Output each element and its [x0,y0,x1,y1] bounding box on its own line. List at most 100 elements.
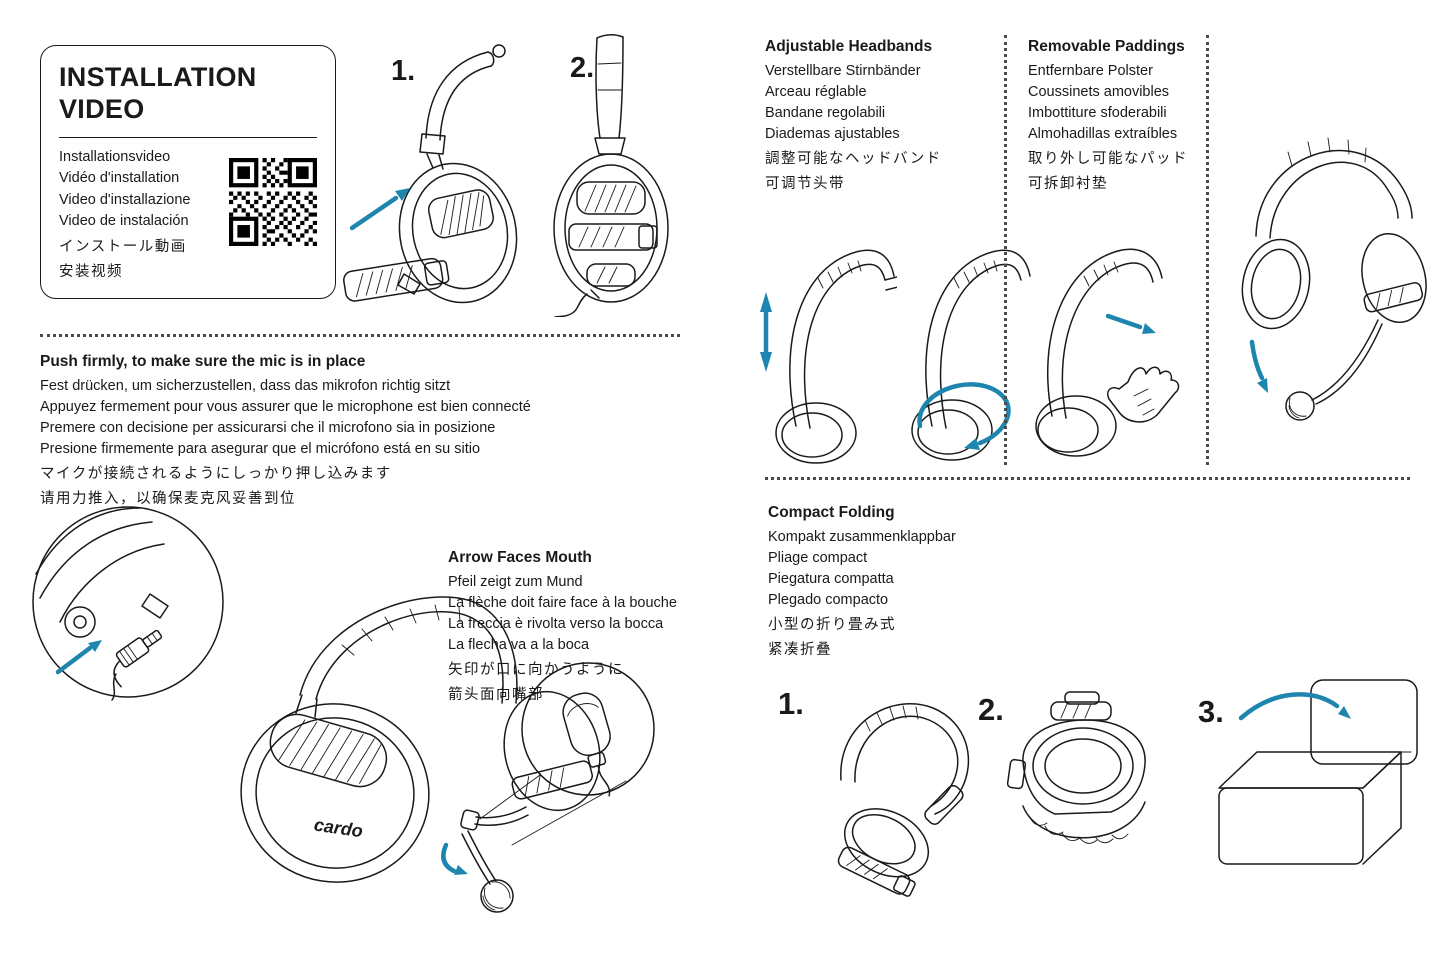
translation-line: Arceau réglable [765,84,867,100]
translation-line: 请用力推入，以确保麦克风妥善到位 [40,491,296,507]
illustration-headset-overview [1241,137,1427,421]
right-ear-cup [503,690,601,812]
section-title: Adjustable Headbands [765,38,933,55]
install-video-translations: Installationsvideo Vidéo d'installation … [59,147,317,284]
hand [1107,366,1180,423]
mic-module [568,223,658,251]
title-rule [59,136,317,138]
translation-line: La flèche doit faire face à la bouche [448,595,677,611]
translation-line: マイクが接続されるようにしっかり押し込みます [40,466,392,482]
removable-paddings-section: Removable Paddings Entfernbare Polster C… [1028,38,1188,195]
mic-boom [460,806,529,913]
mic-boom [1285,319,1383,421]
mic-zoom-callout [479,662,655,846]
qr-code [229,158,317,246]
translation-line: 箭头面向嘴部 [448,687,544,703]
install-video-translation: インストール動画 [59,238,187,255]
section-title: Arrow Faces Mouth [448,549,592,566]
adjustable-headbands-section: Adjustable Headbands Verstellbare Stirnb… [765,38,942,195]
speaker-grille [269,713,388,788]
headband [419,44,506,170]
ear-cup [553,153,669,303]
translation-line: Presione firmemente para asegurar que el… [40,441,481,457]
pull-direction-arrow-icon [1105,313,1156,334]
translation-line: La freccia è rivolta verso la bocca [448,616,664,632]
step-number-2: 2. [570,52,595,84]
illustration-adjust-headband-rotate [911,249,1031,461]
section-title: Push firmly, to make sure the mic is in … [40,353,366,370]
push-firmly-section: Push firmly, to make sure the mic is in … [40,353,531,510]
section-title: Compact Folding [768,504,895,521]
arrow-faces-mouth-section: Arrow Faces Mouth Pfeil zeigt zum Mund L… [448,549,677,706]
case-base [1218,751,1402,865]
translation-line: Pliage compact [768,550,868,566]
install-video-translation: Installationsvideo [59,148,171,165]
divider-vertical-1 [1004,35,1007,465]
translation-line: Piegatura compatta [768,571,894,587]
headband [594,34,626,155]
speaker-grille [427,189,494,239]
installation-video-panel: INSTALLATION VIDEO Installationsvideo Vi… [40,45,336,299]
step-number-1: 1. [391,55,416,87]
translation-line: 可拆卸衬垫 [1028,176,1108,192]
illustration-adjust-headband-slide [760,249,897,464]
insert-direction-arrow-icon [349,188,410,231]
panel-title-line1: INSTALLATION [59,62,257,92]
translation-line: Imbottiture sfoderabili [1028,105,1167,121]
panel-title-line2: VIDEO [59,93,145,124]
illustration-mic-attached-step2 [553,34,669,317]
folded-cup-with-module [837,808,930,897]
up-down-arrow-icon [760,292,772,372]
brand-logo-text: cardo [313,815,364,842]
translation-line: Kompakt zusammenklappbar [768,529,956,545]
headband [1255,137,1413,239]
translation-line: Appuyez fermement pour vous assurer que … [40,399,531,415]
translation-line: 調整可能なヘッドバンド [765,151,942,167]
translation-line: Bandane regolabili [765,105,886,121]
install-video-translation: Vidéo d'installation [59,170,180,187]
mic-socket [141,593,169,619]
mic-rotate-arrow-icon [441,842,468,875]
translation-line: Coussinets amovibles [1028,84,1170,100]
illustration-headset-mic-zoom: cardo [240,596,655,913]
divider-vertical-2 [1206,35,1209,465]
illustration-fold-step3-case [1218,679,1418,865]
mic-capsule [562,692,611,797]
rotate-arrow-icon [917,382,1011,450]
cable [554,289,600,317]
translation-line: Fest drücken, um sicherzustellen, dass d… [40,378,451,394]
speaker-grille [576,181,646,215]
headband [295,596,518,718]
right-ear-cup [1361,232,1427,324]
fold-step-number-3: 3. [1198,694,1224,729]
illustration-remove-padding [1035,248,1180,457]
install-video-translation: Video d'installazione [59,191,191,208]
panel-title: INSTALLATION VIDEO [59,62,317,126]
translation-line: Verstellbare Stirnbänder [765,63,921,79]
divider-horizontal-left [40,334,680,337]
translation-line: Plegado compacto [768,592,889,608]
translation-line: Entfernbare Polster [1028,63,1153,79]
left-ear-cup: cardo [240,703,430,883]
push-direction-arrow-icon [55,640,102,675]
translation-line: Diademas ajustables [765,126,900,142]
illustration-fold-step2 [1006,691,1146,844]
translation-line: Pfeil zeigt zum Mund [448,574,583,590]
translation-line: 可调节头带 [765,176,845,192]
section-title: Removable Paddings [1028,38,1185,55]
translation-line: Almohadillas extraíbles [1028,126,1178,142]
compact-folding-section: Compact Folding Kompakt zusammenklappbar… [768,504,956,661]
translation-line: 小型の折り畳み式 [768,617,896,633]
mic-module [343,257,450,302]
ear-cup [397,162,518,304]
install-video-translation: Video de instalación [59,213,189,230]
fold-step-number-1: 1. [778,686,804,721]
divider-horizontal-right [765,477,1410,480]
illustration-fold-step1 [837,703,970,897]
plug [113,629,163,688]
translation-line: 取り外し可能なパッド [1028,151,1188,167]
cable [111,673,117,701]
translation-line: 紧凑折叠 [768,642,832,658]
install-video-translation: 安装视频 [59,264,123,281]
